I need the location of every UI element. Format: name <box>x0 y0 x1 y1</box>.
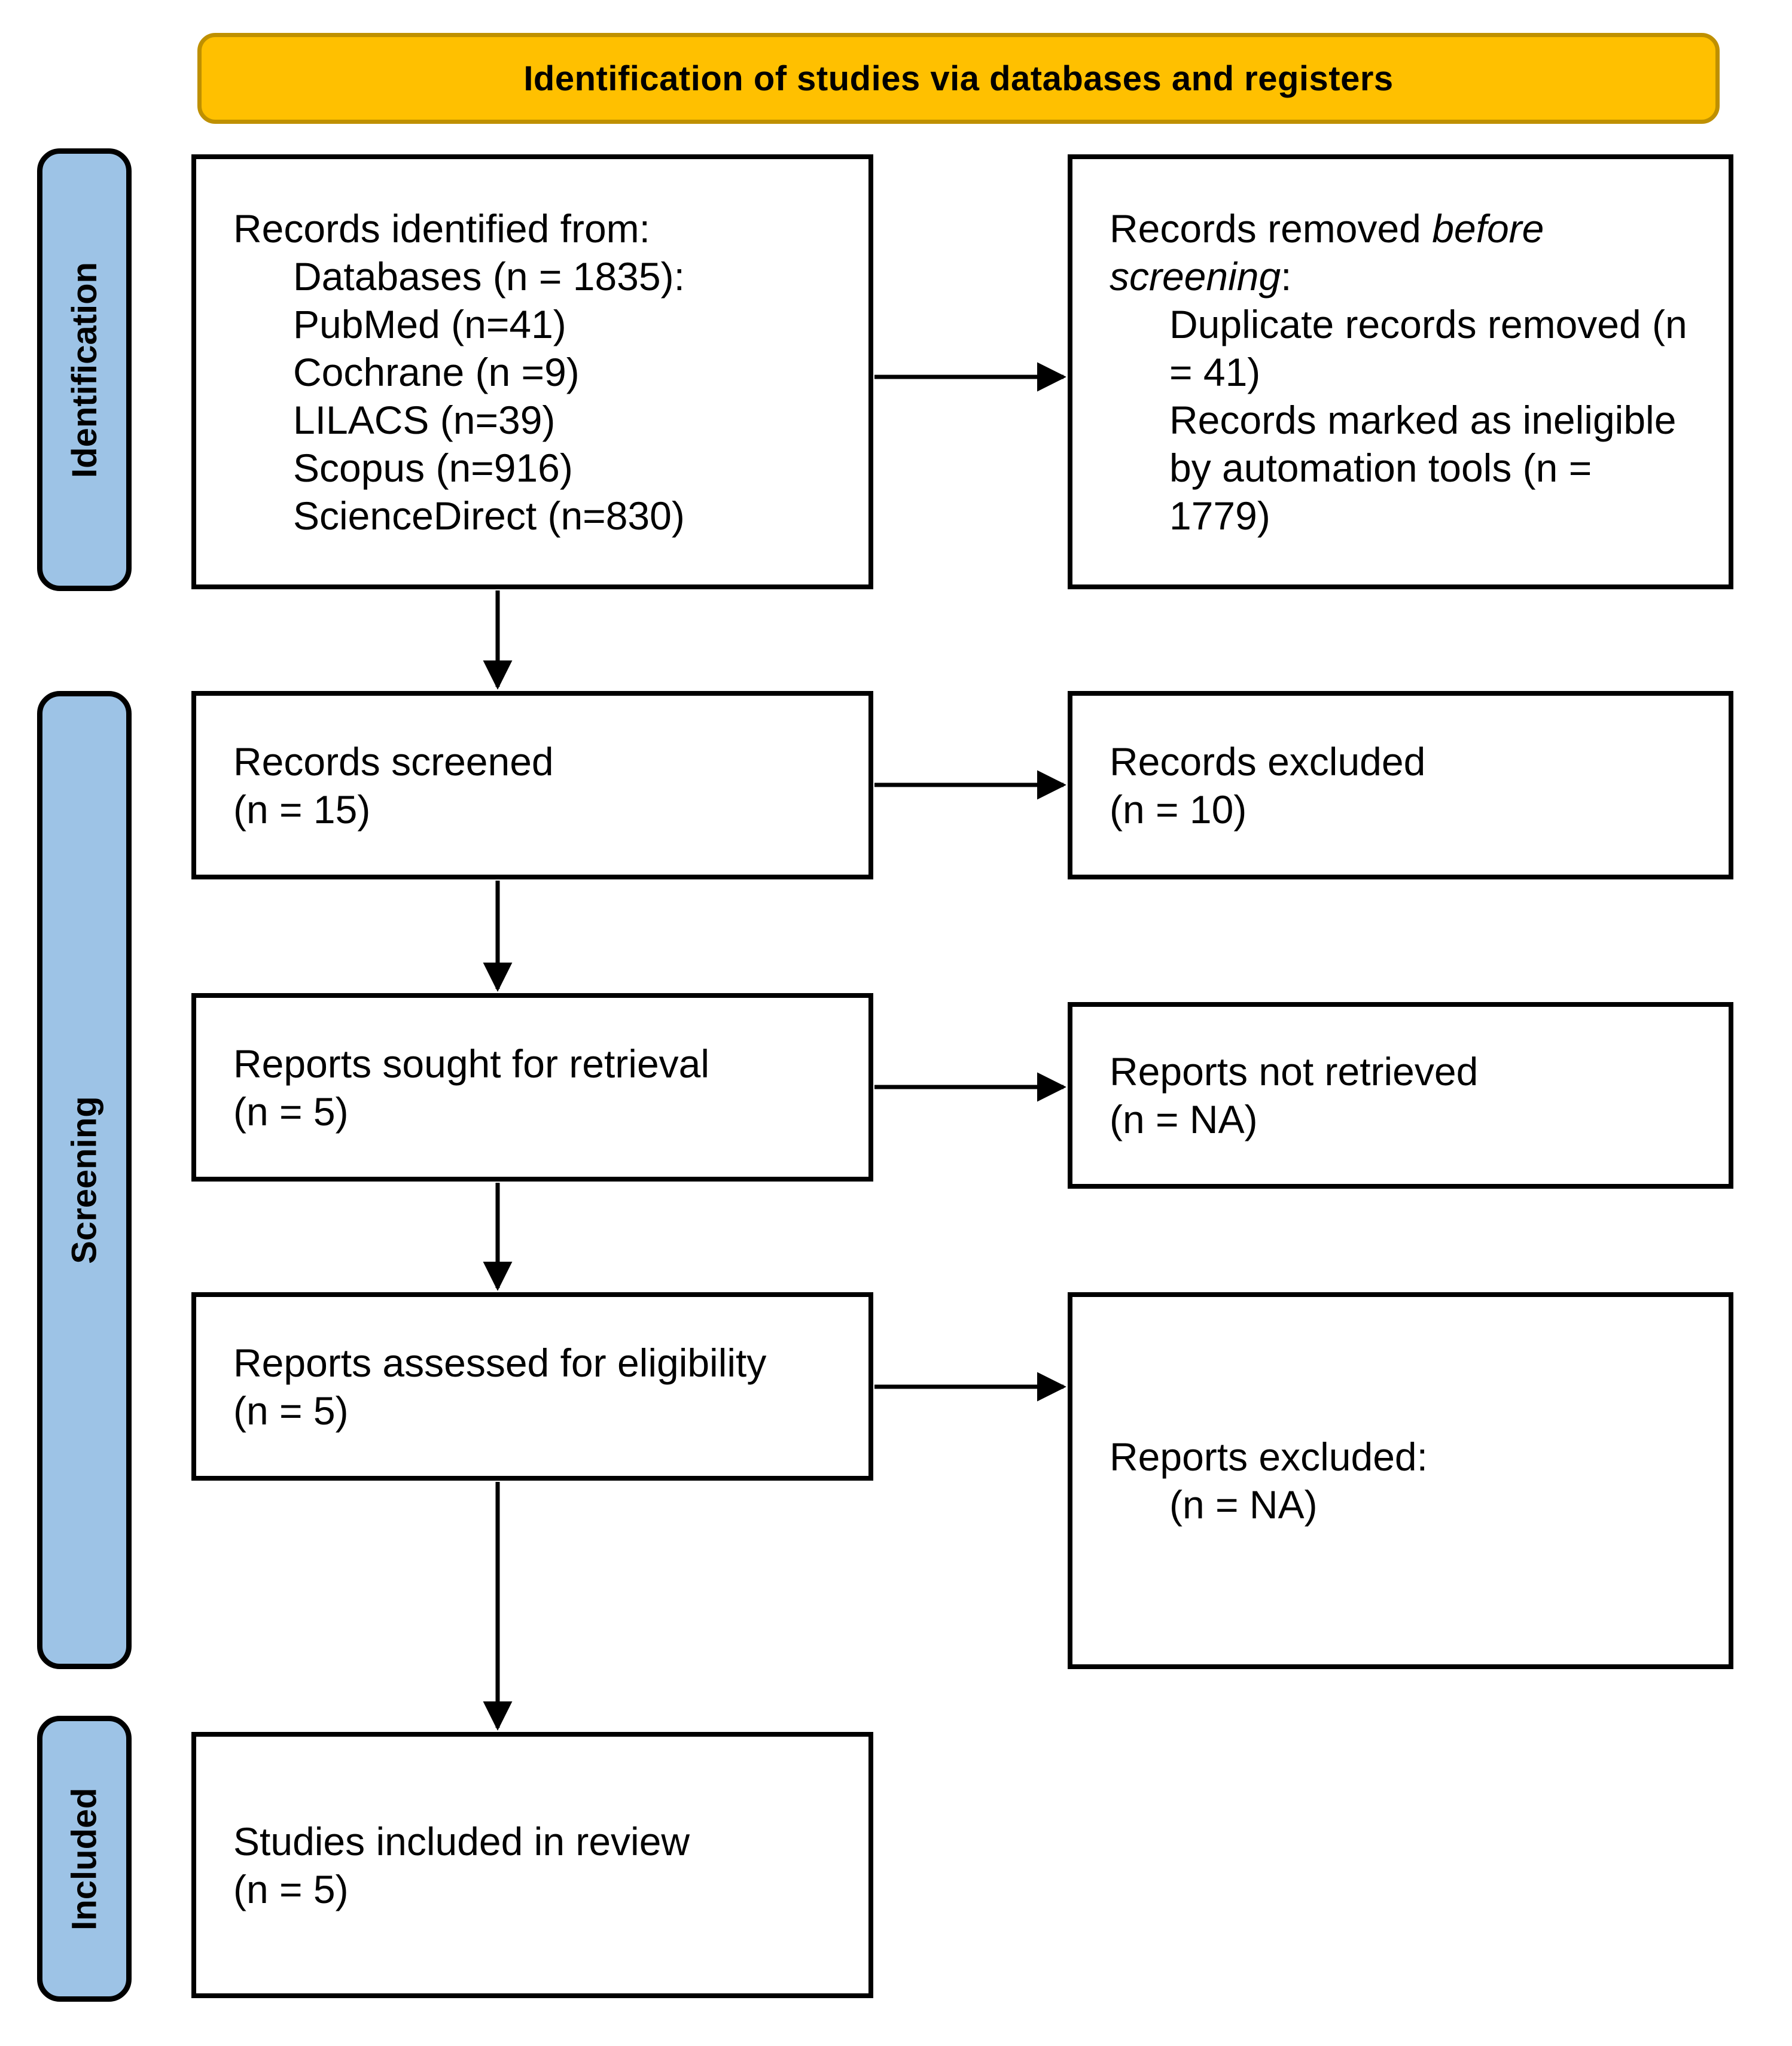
box-line: (n = 15) <box>233 787 371 832</box>
box-studies-included: Studies included in review(n = 5) <box>191 1732 873 1998</box>
box-line: = 41) <box>1169 349 1261 394</box>
box-line: Reports excluded: <box>1110 1435 1428 1479</box>
box-line: (n = NA) <box>1110 1097 1258 1141</box>
stage-label-included: Included <box>65 1787 104 1931</box>
box-line: Reports assessed for eligibility <box>233 1340 767 1385</box>
box-line: (n = 5) <box>233 1089 349 1134</box>
box-line: Duplicate records removed (n <box>1169 302 1687 346</box>
box-line: Cochrane (n =9) <box>293 349 580 394</box>
box-line: Databases (n = 1835): <box>293 254 685 299</box>
box-line: Reports not retrieved <box>1110 1049 1479 1094</box>
stage-bar-included: Included <box>37 1716 132 2002</box>
box-reports-excluded: Reports excluded:(n = NA) <box>1068 1292 1733 1669</box>
box-line: Records screened <box>233 739 554 784</box>
box-line: Records removed before <box>1110 206 1544 251</box>
box-reports-assessed: Reports assessed for eligibility(n = 5) <box>191 1292 873 1481</box>
box-line: by automation tools (n = <box>1169 445 1592 490</box>
stage-bar-screening: Screening <box>37 691 132 1669</box>
stage-bar-identification: Identification <box>37 148 132 591</box>
box-line: PubMed (n=41) <box>293 302 566 346</box>
box-line: (n = NA) <box>1169 1482 1318 1527</box>
stage-label-screening: Screening <box>65 1096 104 1264</box>
box-line: Scopus (n=916) <box>293 445 573 490</box>
box-line: Studies included in review <box>233 1819 690 1864</box>
box-records-identified: Records identified from:Databases (n = 1… <box>191 154 873 589</box>
box-line: Records marked as ineligible <box>1169 397 1677 442</box>
box-line: (n = 5) <box>233 1388 349 1433</box>
box-line: 1779) <box>1169 493 1270 538</box>
box-line: (n = 10) <box>1110 787 1247 832</box>
box-records-screened: Records screened(n = 15) <box>191 691 873 879</box>
box-line: Records identified from: <box>233 206 650 251</box>
box-line: screening: <box>1110 254 1292 299</box>
box-reports-sought: Reports sought for retrieval(n = 5) <box>191 993 873 1182</box>
box-reports-not-retrieved: Reports not retrieved(n = NA) <box>1068 1002 1733 1189</box>
box-line: LILACS (n=39) <box>293 397 556 442</box>
title-banner: Identification of studies via databases … <box>197 33 1720 124</box>
box-records-excluded: Records excluded(n = 10) <box>1068 691 1733 879</box>
box-line: Reports sought for retrieval <box>233 1041 710 1086</box>
box-line: ScienceDirect (n=830) <box>293 493 685 538</box>
stage-label-identification: Identification <box>65 261 104 478</box>
box-line: Records excluded <box>1110 739 1426 784</box>
title-banner-label: Identification of studies via databases … <box>523 59 1394 98</box>
box-line: (n = 5) <box>233 1867 349 1911</box>
